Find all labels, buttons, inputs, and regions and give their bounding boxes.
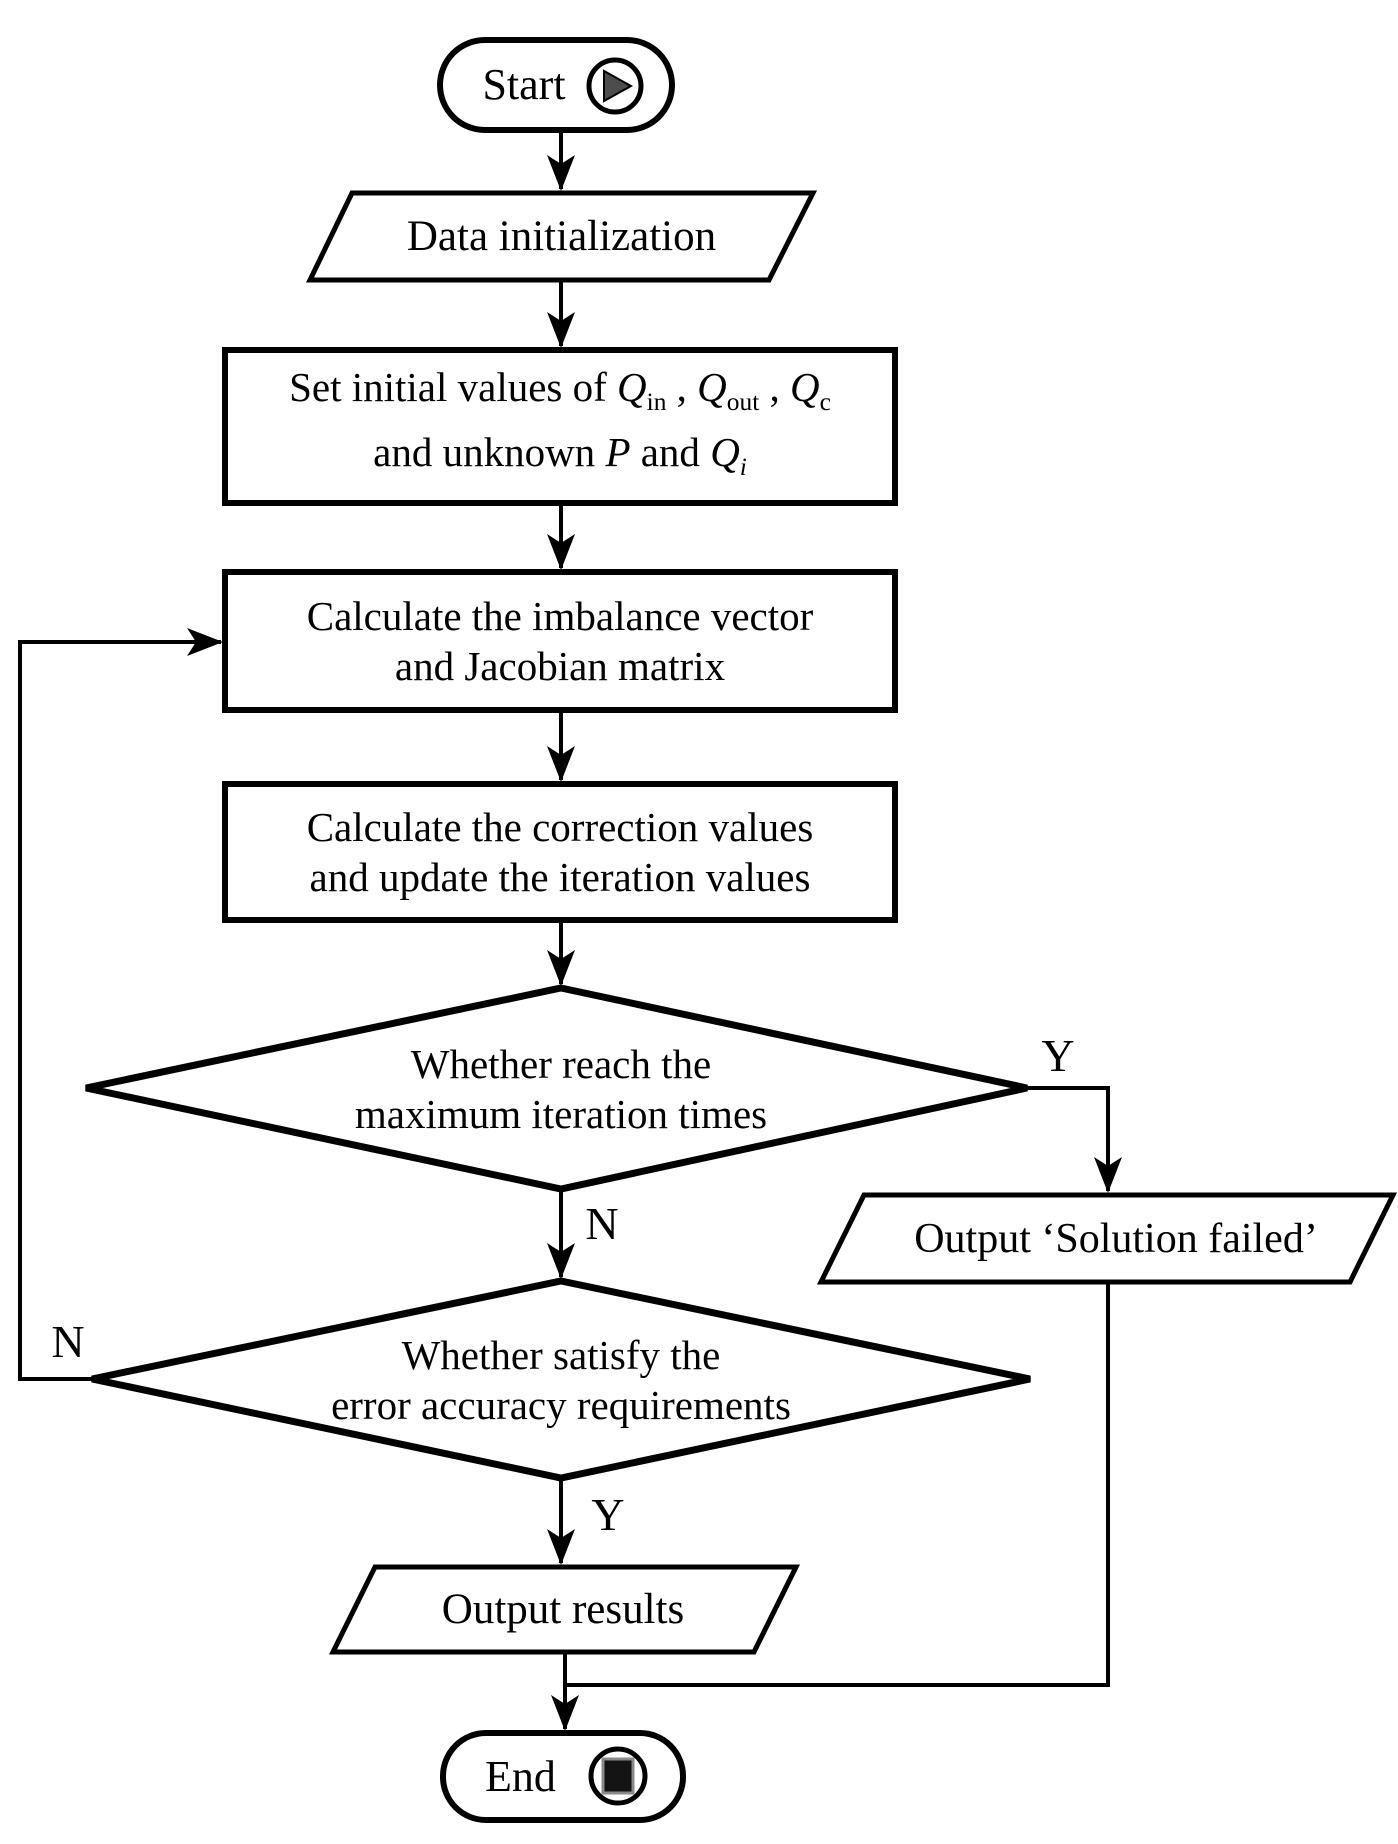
branch-label-max-iter-no: N bbox=[585, 1198, 619, 1249]
edge-decision2-no-loopback bbox=[18, 628, 223, 1381]
branch-label-accuracy-yes: Y bbox=[591, 1489, 625, 1540]
calc-imbalance-label-line1: Calculate the imbalance vector bbox=[306, 593, 814, 639]
edge-decision1-yes bbox=[1027, 1086, 1122, 1193]
calc-correction-shape bbox=[222, 781, 898, 923]
decision-max-iter-shape bbox=[85, 984, 1028, 1193]
start-node-label: Start bbox=[482, 60, 566, 109]
edge-failed-to-merge bbox=[565, 1282, 1110, 1687]
branch-label-accuracy-no: N bbox=[51, 1316, 85, 1367]
output-results-shape bbox=[328, 1564, 801, 1655]
branch-label-max-iter-yes: Y bbox=[1041, 1030, 1075, 1081]
calc-imbalance-shape bbox=[222, 569, 898, 713]
output-failed-shape bbox=[816, 1192, 1398, 1285]
decision-accuracy-shape bbox=[91, 1277, 1031, 1482]
set-initial-label-line2: and unknown P and Qi bbox=[373, 428, 747, 481]
decision-max-iter-label-line1: Whether reach the bbox=[410, 1040, 712, 1087]
set-initial-shape bbox=[222, 347, 898, 506]
calc-correction-label-line2: and update the iteration values bbox=[309, 854, 811, 900]
data-init-shape bbox=[306, 190, 818, 283]
end-node-label: End bbox=[485, 1751, 556, 1801]
set-initial-label-line1: Set initial values of Qin , Qout , Qc bbox=[289, 363, 831, 416]
decision-accuracy-label-line2: error accuracy requirements bbox=[331, 1381, 791, 1428]
data-init-label: Data initialization bbox=[406, 212, 717, 260]
output-results-label: Output results bbox=[441, 1585, 685, 1633]
play-icon bbox=[586, 57, 644, 115]
calc-correction-label-line1: Calculate the correction values bbox=[306, 804, 814, 850]
decision-max-iter-label-line2: maximum iteration times bbox=[354, 1090, 768, 1137]
calc-imbalance-label-line2: and Jacobian matrix bbox=[394, 643, 726, 689]
decision-accuracy-label-line1: Whether satisfy the bbox=[401, 1331, 721, 1378]
output-failed-label: Output ‘Solution failed’ bbox=[914, 1215, 1318, 1262]
stop-icon bbox=[588, 1746, 648, 1806]
